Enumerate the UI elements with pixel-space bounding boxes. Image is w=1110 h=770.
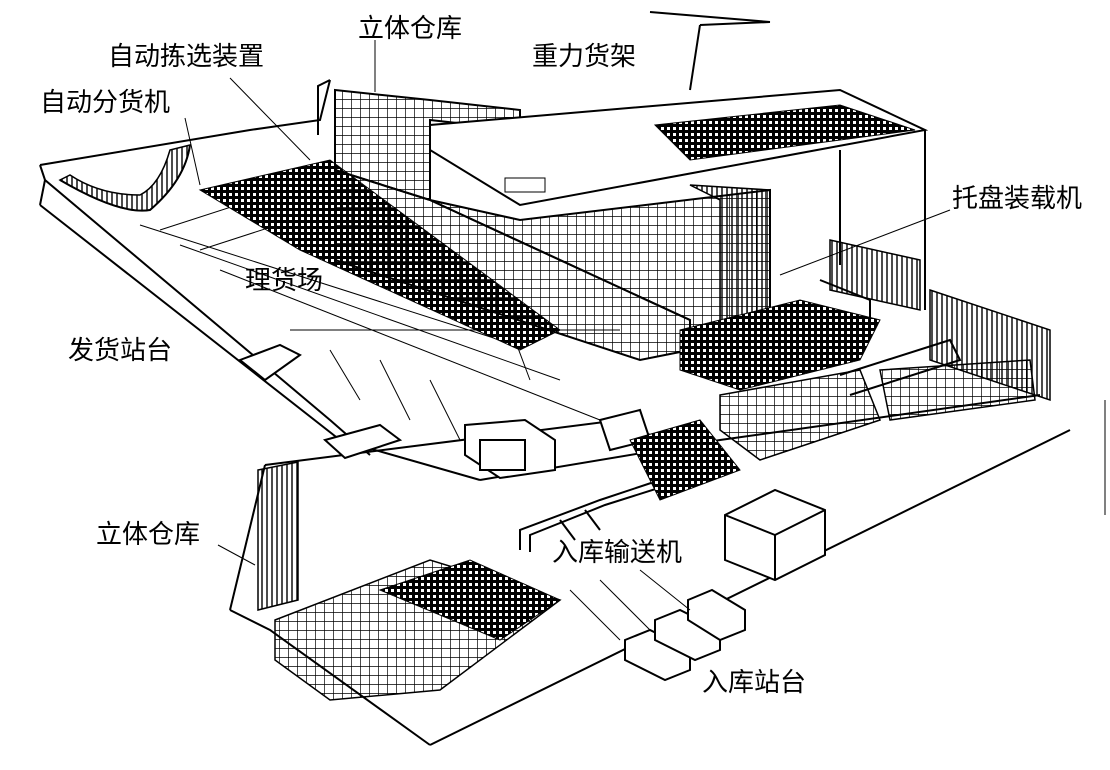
leader-lines (184, 40, 1106, 566)
inbound-conveyor-line (519, 408, 741, 552)
lower-asrs (257, 461, 562, 701)
label-pallet-loader: 托盘装载机 (952, 184, 1083, 214)
label-asrs-bottom: 立体仓库 (96, 520, 201, 550)
label-auto-sorter: 自动分货机 (40, 88, 171, 118)
label-gravity-rack: 重力货架 (532, 42, 637, 72)
pallet-loader-cluster (679, 299, 1036, 461)
label-inbound-dock: 入库站台 (702, 668, 807, 698)
label-asrs-top: 立体仓库 (358, 14, 463, 44)
main-asrs-block (334, 88, 771, 362)
label-shipping-dock: 发货站台 (68, 336, 173, 366)
inbound-dock-trucks (569, 569, 746, 682)
auto-sorter-machine (58, 144, 191, 212)
label-sorting-yard: 理货场 (245, 266, 324, 296)
open-box (724, 488, 826, 582)
label-auto-picking: 自动拣选装置 (108, 42, 265, 72)
label-inbound-conveyor: 入库输送机 (552, 538, 683, 568)
gravity-rack-structure (429, 11, 929, 310)
shipping-dock-trucks (238, 343, 556, 480)
